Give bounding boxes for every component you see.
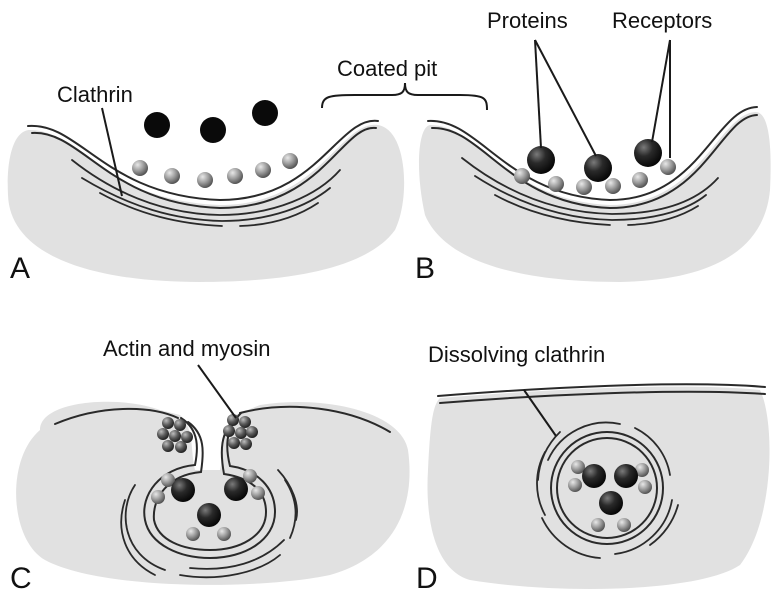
protein (584, 154, 612, 182)
receptor (638, 480, 652, 494)
protein (224, 477, 248, 501)
receptor (132, 160, 148, 176)
protein (527, 146, 555, 174)
receptor (151, 490, 165, 504)
actin-myosin-bead (181, 431, 193, 443)
receptor (568, 478, 582, 492)
proteins-leader-line-2 (535, 40, 596, 156)
receptors-a (132, 153, 298, 188)
actin-myosin-bead (228, 437, 240, 449)
proteins-leader-line-1 (535, 40, 541, 148)
receptor (605, 178, 621, 194)
coated-pit-label: Coated pit (337, 56, 437, 81)
receptor (255, 162, 271, 178)
panel-label-b: B (415, 252, 435, 285)
receptor (632, 172, 648, 188)
actin-myosin-bead (162, 417, 174, 429)
protein (200, 117, 226, 143)
receptor (227, 168, 243, 184)
actin-myosin-bead (175, 441, 187, 453)
receptor (548, 176, 564, 192)
panel-a: Clathrin A (8, 82, 404, 285)
proteins-label: Proteins (487, 8, 568, 33)
receptor (164, 168, 180, 184)
receptor (197, 172, 213, 188)
actin-myosin-bead (246, 426, 258, 438)
receptor (617, 518, 631, 532)
receptor (660, 159, 676, 175)
panel-label-c: C (10, 562, 32, 595)
protein (634, 139, 662, 167)
dissolving-clathrin-label: Dissolving clathrin (428, 342, 605, 367)
receptor (282, 153, 298, 169)
receptor (591, 518, 605, 532)
actin-myosin-label: Actin and myosin (103, 336, 271, 361)
actin-myosin-bead (157, 428, 169, 440)
actin-myosin-bead (235, 427, 247, 439)
receptor (576, 179, 592, 195)
panel-label-d: D (416, 562, 438, 595)
receptor (251, 486, 265, 500)
receptor (243, 469, 257, 483)
panel-label-a: A (10, 252, 30, 285)
protein (614, 464, 638, 488)
receptor (514, 168, 530, 184)
free-proteins-a (144, 100, 278, 143)
actin-myosin-leader-line (198, 365, 236, 418)
protein (582, 464, 606, 488)
actin-myosin-bead (227, 414, 239, 426)
receptors-leader-line-1 (652, 40, 670, 142)
protein (197, 503, 221, 527)
panel-c: Actin and myosin C (10, 336, 410, 595)
actin-myosin-bead (162, 440, 174, 452)
clathrin-label: Clathrin (57, 82, 133, 107)
receptors-label: Receptors (612, 8, 712, 33)
actin-myosin-bead (174, 419, 186, 431)
protein (252, 100, 278, 126)
protein (171, 478, 195, 502)
protein (144, 112, 170, 138)
protein (599, 491, 623, 515)
actin-myosin-bead (240, 438, 252, 450)
cell-body-a (8, 125, 404, 282)
actin-myosin-bead (239, 416, 251, 428)
panel-b: Proteins Receptors B (415, 8, 771, 285)
panel-d: Dissolving clathrin D (416, 342, 770, 595)
actin-myosin-bead (169, 430, 181, 442)
actin-myosin-bead (223, 425, 235, 437)
receptor (217, 527, 231, 541)
receptor (186, 527, 200, 541)
coated-pit-brace (322, 83, 487, 110)
